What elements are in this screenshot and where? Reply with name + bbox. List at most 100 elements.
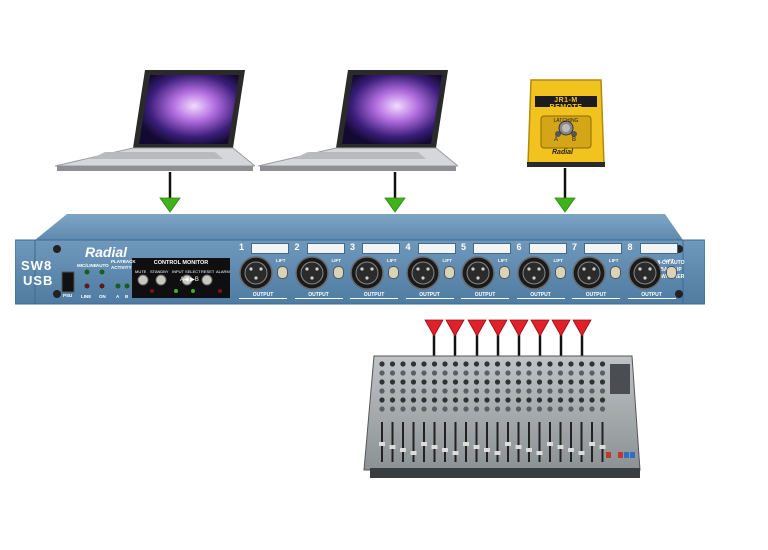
input-select-label: INPUT SELECT <box>172 269 201 274</box>
mixer-master-fader <box>618 452 623 458</box>
lift-switch[interactable] <box>665 266 677 279</box>
channel-number: 6 <box>516 242 522 252</box>
mixer-strip <box>494 361 501 462</box>
mixer-strip <box>400 361 406 462</box>
lift-label: LIFT <box>387 258 397 263</box>
output-label: OUTPUT <box>461 292 509 299</box>
channel-number: 2 <box>294 242 300 252</box>
xlr-output-connector <box>239 256 273 290</box>
activity-label: ACTIVITY <box>111 265 132 270</box>
control-monitor-title: CONTROL MONITOR <box>153 260 209 266</box>
mixer-strip <box>578 361 585 462</box>
on-led-label: ON <box>99 294 106 299</box>
xlr-output-connector <box>572 256 606 290</box>
model-name-usb: USB <box>23 273 54 288</box>
output-label: OUTPUT <box>294 292 343 299</box>
mixer-strip <box>410 361 417 462</box>
remote-brand-label: JR1-M REMOTE <box>549 97 583 111</box>
lift-label: LIFT <box>609 258 619 263</box>
mixer-strip <box>473 361 480 462</box>
mixer-strip <box>526 361 532 462</box>
lift-switch[interactable] <box>499 266 510 279</box>
mic-line-label: MIC/LINE <box>77 263 97 268</box>
laptop-2 <box>258 70 458 171</box>
lift-switch[interactable] <box>332 266 344 279</box>
output-label: OUTPUT <box>405 292 454 299</box>
output-label: OUTPUT <box>516 292 565 299</box>
mixer-master-section <box>610 364 630 394</box>
channel-label-strip <box>306 243 345 254</box>
lift-switch[interactable] <box>443 266 455 279</box>
laptop-1 <box>55 70 255 171</box>
xlr-output-connector <box>294 256 329 290</box>
playback-label: PLAYBACK <box>111 259 136 264</box>
radial-logo: Radial <box>85 244 128 260</box>
channel-number: 4 <box>405 242 411 252</box>
output-label: OUTPUT <box>627 292 676 299</box>
mixer-strip <box>484 361 490 462</box>
mixer-strip <box>463 361 469 462</box>
xlr-output-connector <box>627 256 662 290</box>
channel-label-strip <box>584 243 622 254</box>
remote-logo: Radial <box>552 149 574 156</box>
mixer-master-fader <box>606 452 611 458</box>
b-led-label: B <box>125 294 129 299</box>
rack-unit: Radial SW8 USB PSU MIC/LINE AUTO PLAYBAC… <box>15 214 705 306</box>
alarm-label: ALARM <box>216 269 230 274</box>
mixer-strip <box>515 361 522 462</box>
channel-number: 3 <box>350 242 356 252</box>
remote-a-label: A <box>554 137 559 143</box>
channel-number: 7 <box>572 242 578 252</box>
channel-label-strip <box>417 243 456 254</box>
xlr-output-connector <box>516 256 551 290</box>
lift-label: LIFT <box>664 258 675 263</box>
description-line-1: 8-CH AUTO <box>657 260 685 266</box>
mixer-strip <box>599 361 606 462</box>
mixer-strip <box>452 361 459 462</box>
input-line-remote <box>554 168 576 213</box>
lift-switch[interactable] <box>610 266 621 279</box>
channel-label-strip <box>251 243 289 254</box>
mixer-strip <box>389 361 396 462</box>
mixer-strip <box>557 361 564 462</box>
input-line-2 <box>384 172 406 213</box>
mixer-strip <box>442 361 448 462</box>
channel-label-strip <box>473 243 511 254</box>
input-line-1 <box>159 172 181 213</box>
ab-select-glyph: A◀ ▶B <box>180 277 199 283</box>
mixer-strip <box>547 361 553 462</box>
mixer-master-fader <box>624 452 629 458</box>
lift-switch[interactable] <box>554 266 566 279</box>
mixing-console <box>363 355 641 478</box>
mixer-strip <box>589 361 595 462</box>
output-label: OUTPUT <box>350 292 398 299</box>
lift-switch[interactable] <box>388 266 399 279</box>
channel-label-strip <box>639 243 678 254</box>
lift-label: LIFT <box>442 258 453 263</box>
lift-label: LIFT <box>331 258 342 263</box>
xlr-output-connector <box>461 256 495 290</box>
mixer-master-fader <box>630 452 635 458</box>
output-label: OUTPUT <box>239 292 287 299</box>
jr1-remote: JR1-M REMOTE LATCHING A B Radial <box>527 78 605 168</box>
mixer-strip <box>379 361 385 462</box>
output-label: OUTPUT <box>572 292 620 299</box>
lift-label: LIFT <box>276 258 286 263</box>
channel-number: 1 <box>239 242 245 252</box>
channel-number: 8 <box>627 242 633 252</box>
lift-label: LIFT <box>553 258 564 263</box>
auto-label: AUTO <box>96 263 109 268</box>
channel-label-strip <box>528 243 567 254</box>
lift-switch[interactable] <box>277 266 288 279</box>
a-led-label: A <box>116 294 120 299</box>
lift-label: LIFT <box>498 258 508 263</box>
xlr-output-connector <box>405 256 440 290</box>
